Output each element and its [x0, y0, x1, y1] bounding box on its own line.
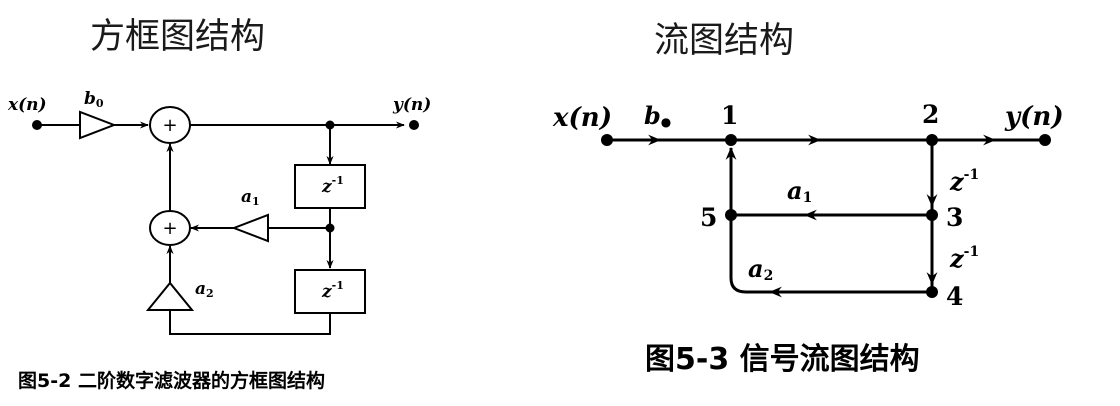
- flow-node-5: [725, 209, 737, 221]
- flow-delay-1-label: z-1: [949, 167, 979, 196]
- flow-gain-a2-label: a2: [748, 254, 773, 284]
- flow-input-label: x(n): [552, 103, 612, 133]
- block-output-label: y(n): [392, 95, 431, 115]
- flow-input-node: [601, 134, 613, 146]
- flow-node-2: [926, 134, 938, 146]
- flow-graph-nodes: [601, 134, 1051, 298]
- delay-2-label: z-1: [321, 279, 344, 302]
- block-diagram-title: 方框图结构: [90, 17, 266, 57]
- flow-graph: [607, 134, 1045, 298]
- flow-graph-caption: 图5-3 信号流图结构: [645, 342, 920, 377]
- flow-gain-b0-label: b●: [644, 101, 671, 130]
- gain-b0-triangle: [79, 110, 117, 140]
- flow-node-2-label: 2: [922, 100, 939, 129]
- flow-node-3-label: 3: [946, 203, 963, 232]
- flow-delay-2-label: z-1: [949, 244, 979, 273]
- output-node: [409, 120, 419, 130]
- adder-top-plus: +: [162, 115, 177, 136]
- delay-1-label: z-1: [321, 174, 344, 197]
- flow-output-label: y(n): [1004, 102, 1064, 132]
- flow-node-1: [725, 134, 737, 146]
- flow-gain-a1-label: a1: [787, 176, 812, 206]
- flow-node-5-label: 5: [700, 203, 717, 232]
- adder-bottom-plus: +: [162, 218, 177, 239]
- flow-node-3: [926, 209, 938, 221]
- block-diagram: [32, 106, 419, 335]
- flow-graph-title: 流图结构: [654, 21, 795, 61]
- block-input-label: x(n): [7, 95, 47, 115]
- block-gain-a1-label: a1: [241, 187, 260, 208]
- block-gain-b0-label: b0: [84, 89, 104, 110]
- flow-node-4-label: 4: [946, 282, 963, 311]
- flow-node-1-label: 1: [721, 101, 738, 130]
- gain-a1-triangle: [231, 213, 269, 243]
- block-gain-a2-label: a2: [195, 279, 214, 300]
- gain-a2-triangle: [145, 281, 195, 311]
- flow-node-4: [926, 286, 938, 298]
- block-diagram-caption: 图5-2 二阶数字滤波器的方框图结构: [18, 370, 325, 392]
- flow-output-node: [1039, 134, 1051, 146]
